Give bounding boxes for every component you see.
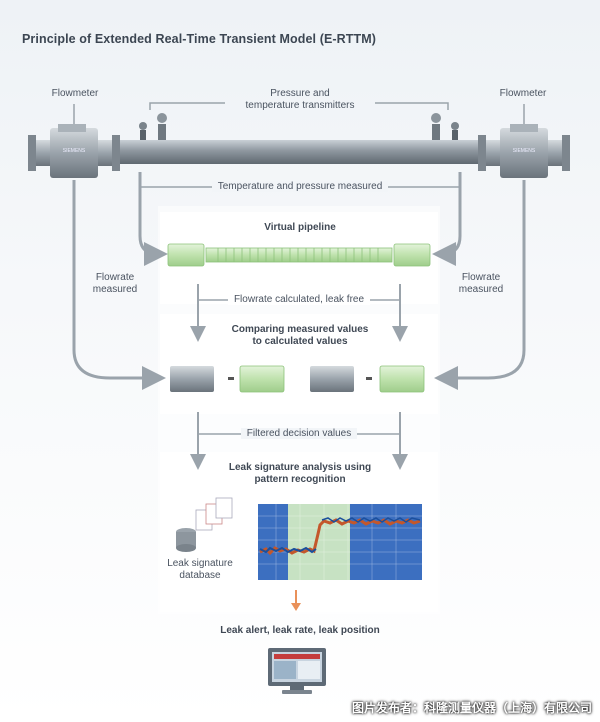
virtual-pipeline-label: Virtual pipeline (264, 222, 336, 233)
leak-db-label: Leak signature database (160, 558, 240, 582)
flowrate-measured-right-line1: Flowrate (461, 272, 501, 283)
flowmeter-right-label: Flowmeter (499, 88, 547, 99)
alert-arrow-icon (291, 590, 301, 611)
comparison-right-icon (310, 365, 425, 393)
virtual-pipeline-icon (167, 243, 431, 267)
transmitter-left-icon (139, 113, 167, 140)
flowrate-measured-right-line2: measured (458, 284, 504, 295)
database-icon (176, 497, 233, 552)
flowrate-measured-right-label: Flowrate measured (448, 272, 514, 296)
svg-text:SIEMENS: SIEMENS (63, 148, 86, 154)
temp-pressure-text: Temperature and pressure measured (211, 181, 389, 192)
comparing-label: Comparing measured values to calculated … (190, 324, 410, 348)
signal-chart (258, 504, 422, 580)
main-pipeline: SIEMENS SIEMENS (28, 113, 570, 178)
temp-pressure-label: Temperature and pressure measured (190, 181, 410, 193)
transmitters-label-line2: temperature transmitters (245, 100, 355, 111)
flowrate-calculated-label: Flowrate calculated, leak free (198, 294, 400, 306)
leak-alert-label: Leak alert, leak rate, leak position (220, 625, 380, 636)
leak-db-line1: Leak signature (167, 558, 233, 569)
diagram-title: Principle of Extended Real-Time Transien… (22, 32, 377, 46)
leak-analysis-line1: Leak signature analysis using (228, 462, 372, 473)
comparison-left-icon (170, 365, 285, 393)
flowrate-measured-left-line1: Flowrate (95, 272, 135, 283)
svg-text:SIEMENS: SIEMENS (513, 148, 536, 154)
flowmeter-left-icon: SIEMENS (28, 124, 120, 178)
transmitter-right-icon (431, 113, 459, 140)
filtered-text: Filtered decision values (240, 428, 358, 439)
leak-db-line2: database (179, 570, 221, 581)
filtered-label: Filtered decision values (198, 428, 400, 440)
flowrate-measured-left-line2: measured (92, 284, 138, 295)
flowrate-measured-left-label: Flowrate measured (82, 272, 148, 296)
flowrate-calculated-text: Flowrate calculated, leak free (227, 294, 371, 305)
transmitters-label-line1: Pressure and (270, 88, 330, 99)
leak-analysis-line2: pattern recognition (254, 474, 346, 485)
leak-analysis-label: Leak signature analysis using pattern re… (190, 462, 410, 486)
comparison-panel (160, 314, 438, 414)
comparing-label-line1: Comparing measured values (231, 324, 369, 335)
transmitters-label: Pressure and temperature transmitters (225, 88, 375, 112)
flowmeter-right-icon: SIEMENS (478, 124, 570, 178)
comparing-label-line2: to calculated values (252, 336, 348, 347)
flowmeter-left-label: Flowmeter (51, 88, 99, 99)
monitor-icon (268, 648, 326, 694)
watermark: 图片发布者：科隆测量仪器（上海）有限公司 (351, 701, 592, 715)
